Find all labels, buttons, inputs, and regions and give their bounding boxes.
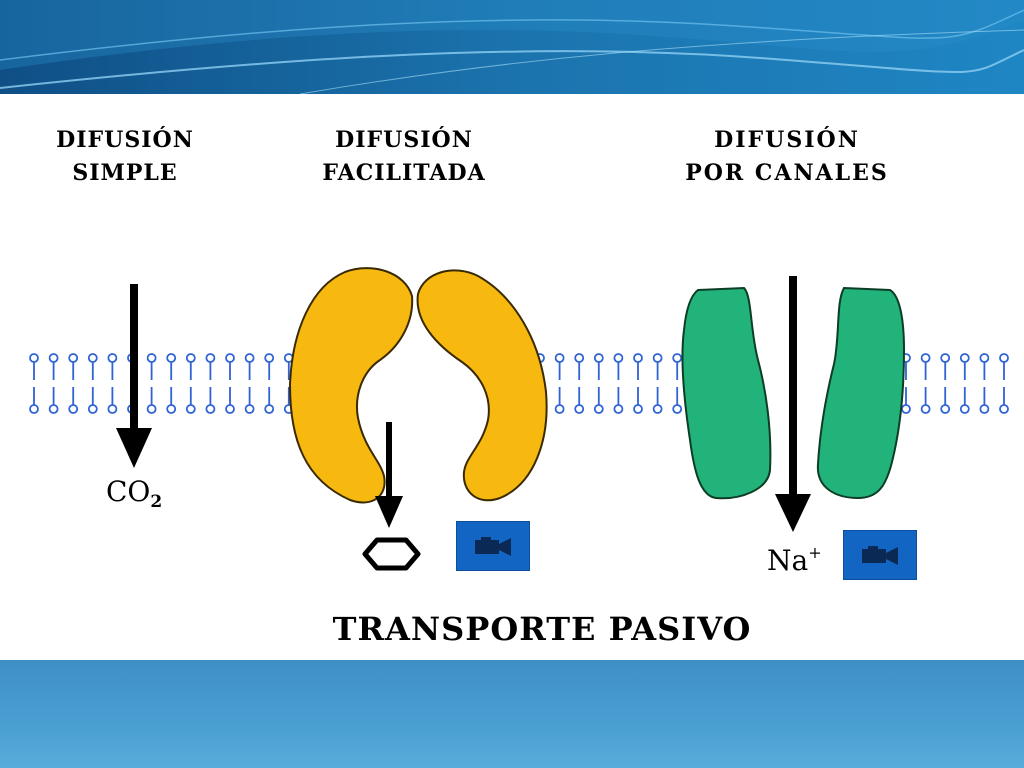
title-line: DIFUSIÓN xyxy=(714,127,860,153)
carrier-protein-right-half xyxy=(416,269,548,502)
co2-subscript: 2 xyxy=(150,492,163,512)
phospholipid xyxy=(107,353,118,414)
phospholipid xyxy=(979,353,990,414)
phospholipid xyxy=(166,353,177,414)
phospholipid xyxy=(613,353,624,414)
channel-protein-right-half xyxy=(816,286,906,500)
arrow-down-canales xyxy=(775,276,811,532)
phospholipid xyxy=(652,353,663,414)
phospholipid xyxy=(48,353,59,414)
arrow-down-facilitada xyxy=(375,422,403,528)
video-button-facilitada[interactable] xyxy=(456,521,530,571)
title-difusion-por-canales: DIFUSIÓN POR CANALES xyxy=(662,124,912,190)
phospholipid xyxy=(87,353,98,414)
na-main-text: Na xyxy=(767,544,809,577)
glucose-hexagon xyxy=(362,537,421,571)
title-difusion-facilitada: DIFUSIÓN FACILITADA xyxy=(292,124,516,190)
main-title: TRANSPORTE PASIVO xyxy=(332,610,752,648)
phospholipid xyxy=(225,353,235,414)
channel-protein-left-half xyxy=(681,286,772,500)
title-line: POR CANALES xyxy=(685,160,889,186)
title-line: SIMPLE xyxy=(72,160,178,186)
phospholipid xyxy=(999,353,1009,414)
title-line: FACILITADA xyxy=(322,160,486,186)
phospholipid xyxy=(633,353,643,414)
footer-band xyxy=(0,660,1024,768)
phospholipid xyxy=(574,353,585,414)
phospholipid xyxy=(68,353,79,414)
phospholipid xyxy=(554,353,565,414)
carrier-protein xyxy=(288,267,548,504)
video-camera-icon xyxy=(862,546,898,565)
label-na-ion: Na+ xyxy=(767,545,822,575)
phospholipid xyxy=(672,353,683,414)
header-wave-band xyxy=(0,0,1024,94)
phospholipid xyxy=(29,353,39,414)
phospholipid xyxy=(205,353,216,414)
channel-protein xyxy=(681,286,906,500)
phospholipid xyxy=(146,353,157,414)
carrier-protein-left-half xyxy=(288,267,414,504)
label-co2: CO2 xyxy=(106,478,162,511)
title-difusion-simple: DIFUSIÓN SIMPLE xyxy=(30,124,220,190)
video-button-canales[interactable] xyxy=(843,530,917,580)
arrow-down-simple xyxy=(116,284,152,468)
title-line: DIFUSIÓN xyxy=(56,127,194,153)
co2-main-text: CO xyxy=(106,475,151,508)
phospholipid xyxy=(244,353,255,414)
title-line: DIFUSIÓN xyxy=(335,127,473,153)
phospholipid xyxy=(959,353,970,414)
phospholipid xyxy=(593,353,604,414)
na-superscript: + xyxy=(808,543,822,562)
phospholipid xyxy=(940,353,951,414)
video-camera-icon xyxy=(475,537,511,556)
phospholipid xyxy=(264,353,275,414)
phospholipid xyxy=(185,353,196,414)
phospholipid xyxy=(920,353,931,414)
